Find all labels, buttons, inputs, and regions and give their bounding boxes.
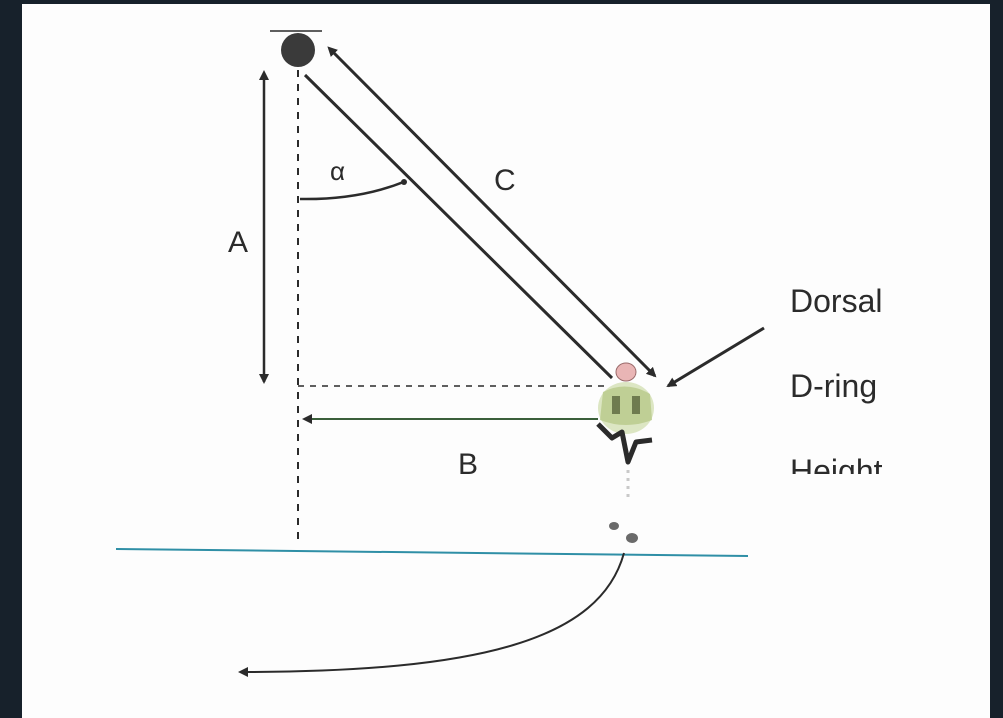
label-b: B <box>458 448 478 481</box>
label-c: C <box>494 164 516 197</box>
label-height-clip: Height <box>790 452 930 474</box>
label-alpha: α <box>330 156 345 186</box>
label-a: A <box>228 226 248 259</box>
ground-line <box>115 548 749 557</box>
alpha-arc-end-dot <box>401 179 407 185</box>
label-dring: D-ring <box>790 368 877 404</box>
alpha-angle-arc <box>299 179 407 201</box>
label-height: Height <box>790 453 883 474</box>
worker-figure <box>596 362 654 543</box>
diagram-canvas: A α C B Dorsal D-ring Height <box>22 4 990 718</box>
dorsal-pointer-arrow <box>666 326 765 388</box>
arrow-c <box>327 46 657 378</box>
fall-clearance-diagram: A α C B Dorsal D-ring <box>115 30 882 677</box>
lanyard-line <box>303 73 614 380</box>
label-dorsal: Dorsal <box>790 283 882 319</box>
swing-fall-arrow <box>238 552 625 677</box>
anchor-point <box>281 33 315 67</box>
